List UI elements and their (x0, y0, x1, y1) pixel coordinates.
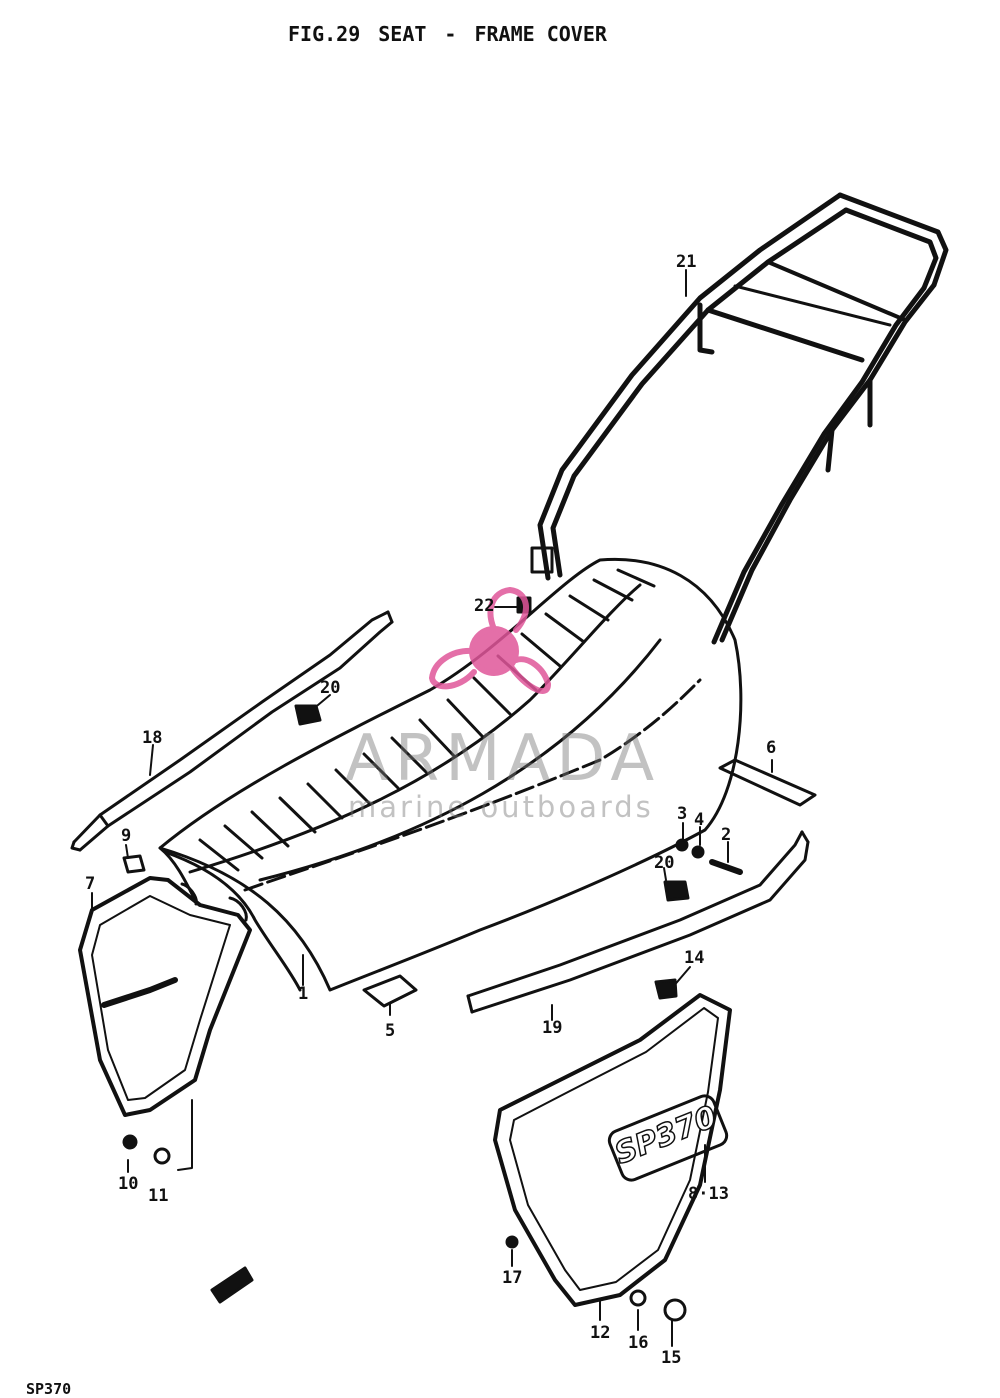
callout-12: 12 (590, 1323, 611, 1343)
figure-title: FIG.29 SEAT-FRAME COVER (288, 22, 625, 46)
part-12-right-cover (493, 993, 732, 1307)
part-19-right-rail (466, 830, 810, 1014)
callout-14: 14 (684, 948, 705, 968)
callout-16: 16 (628, 1333, 649, 1353)
callout-5: 5 (385, 1021, 396, 1041)
callout-20-right: 20 (654, 853, 675, 873)
callout-15: 15 (661, 1348, 682, 1368)
callout-22: 22 (474, 596, 495, 616)
callout-9: 9 (121, 826, 132, 846)
callout-8-13: 8·13 (688, 1184, 729, 1204)
callout-17: 17 (502, 1268, 523, 1288)
fig-number: FIG.29 (288, 22, 361, 46)
callout-6: 6 (766, 738, 777, 758)
callout-7: 7 (85, 874, 96, 894)
hardware (122, 596, 743, 1322)
callout-11: 11 (148, 1186, 169, 1206)
part-18-left-rail (70, 610, 394, 852)
callout-19: 19 (542, 1018, 563, 1038)
part-21-grab-rail (530, 192, 949, 645)
leader-lines (91, 269, 773, 1347)
title-frame-cover: FRAME COVER (474, 22, 607, 46)
part-7-left-cover (78, 876, 252, 1117)
callout-21: 21 (676, 252, 697, 272)
watermark-tagline: marine outboards (348, 790, 654, 824)
callout-10: 10 (118, 1174, 139, 1194)
part-6-strip (718, 758, 817, 807)
callout-2: 2 (721, 825, 732, 845)
watermark-logo (429, 587, 551, 694)
callout-4: 4 (694, 810, 705, 830)
callout-18: 18 (142, 728, 163, 748)
callout-3: 3 (677, 804, 688, 824)
part-1-seat (158, 557, 743, 992)
footer-code: SP370 (26, 1380, 72, 1398)
callout-20-left: 20 (320, 678, 341, 698)
title-dash: - (444, 22, 457, 46)
watermark-brand: ARMADA (345, 722, 661, 796)
title-seat: SEAT (378, 22, 427, 46)
callout-1: 1 (298, 984, 309, 1004)
